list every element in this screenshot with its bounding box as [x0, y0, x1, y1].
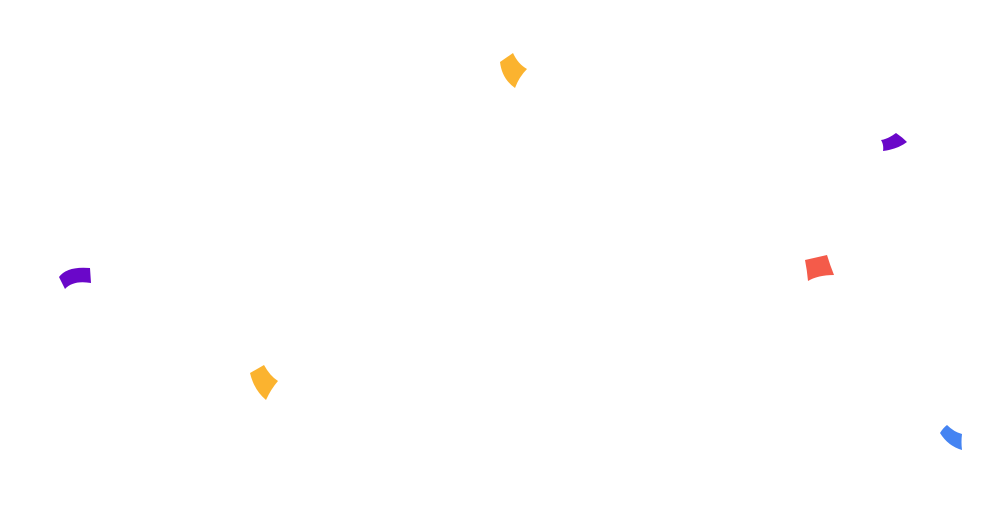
confetti-blue: [940, 425, 962, 450]
confetti-yellow-bottom: [250, 365, 278, 400]
confetti-red: [805, 255, 834, 281]
confetti-purple-left: [59, 267, 91, 289]
confetti-yellow-top: [500, 53, 527, 88]
confetti-purple-right: [881, 133, 907, 151]
